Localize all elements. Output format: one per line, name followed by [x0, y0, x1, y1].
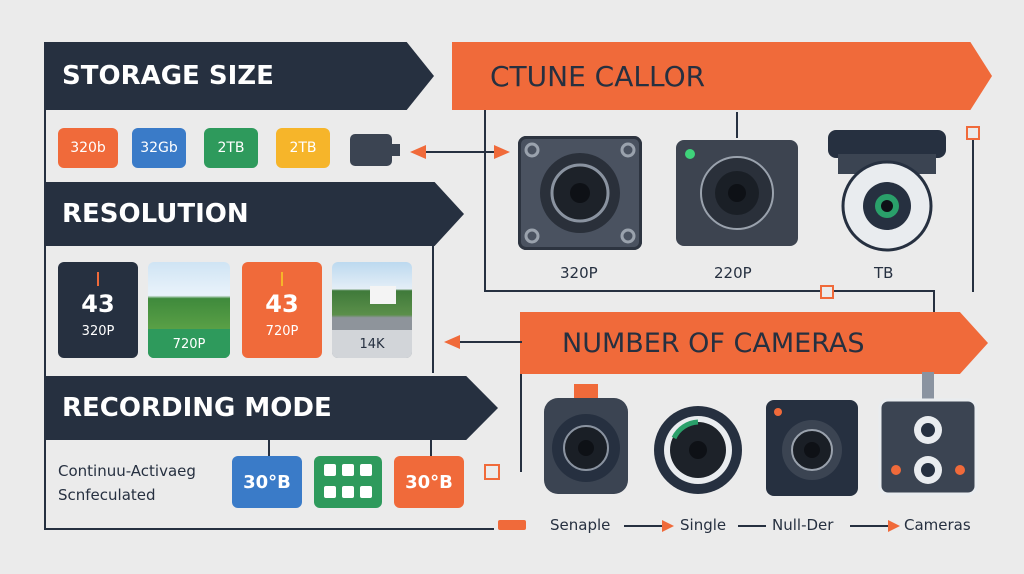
grid-app-icon [314, 456, 382, 508]
resolution-panel-2-caption-bar: 720P [148, 330, 230, 358]
resolution-panel-3-marker [281, 272, 283, 286]
square-camera-2-lens [685, 149, 774, 230]
top-camera-1-caption: 320P [560, 264, 598, 282]
bottom-camera-4 [878, 372, 978, 496]
recording-line-1: Continuu-Activaeg [58, 462, 196, 480]
recording-tick-b [430, 440, 432, 456]
storage-tile-3: 2TB [204, 128, 258, 168]
square-camera-2 [676, 140, 798, 246]
resolution-panel-4-house [370, 286, 396, 304]
recording-tile-blue-label: 30°B [243, 471, 291, 493]
resolution-panel-1-marker [97, 272, 99, 286]
storage-tile-1: 320b [58, 128, 118, 168]
flow-label-4: Cameras [904, 516, 971, 534]
flow-label-2: Single [680, 516, 727, 534]
mid-connector-line [484, 290, 934, 292]
flow-label-1: Senaple [550, 516, 611, 534]
flow-arrow-1-icon [624, 520, 674, 532]
node-square-a [820, 285, 834, 299]
bottom-camera-3-shape [766, 400, 858, 496]
resolution-panel-3-number: 43 [265, 290, 299, 318]
resolution-panel-4-caption: 14K [359, 336, 385, 352]
flow-arrow-3-icon [850, 520, 900, 532]
dome-camera-shape [828, 130, 946, 252]
node-square-b [966, 126, 980, 140]
resolution-panel-1-caption: 320P [81, 324, 115, 339]
resolution-panel-3: 43 720P [242, 262, 322, 358]
recording-line-2: Scnfeculated [58, 486, 156, 504]
resolution-banner: RESOLUTION [44, 182, 464, 246]
resolution-panel-3-caption: 720P [265, 324, 299, 339]
storage-tile-1-label: 320b [70, 140, 106, 156]
cameras-drop-line [933, 290, 935, 314]
storage-tile-2: 32Gb [132, 128, 186, 168]
recording-tile-blue: 30°B [232, 456, 302, 508]
top-right-banner: CTUNE CALLOR [452, 42, 992, 110]
recording-tile-orange: 30°B [394, 456, 464, 508]
hard-drive-icon [350, 134, 392, 166]
left-arrow-icon [444, 335, 522, 349]
storage-size-title: STORAGE SIZE [62, 61, 274, 91]
recording-tick-a [268, 440, 270, 456]
resolution-panel-2-caption: 720P [172, 336, 206, 352]
resolution-panel-4-caption-bar: 14K [332, 330, 412, 358]
top-camera-2-caption: 220P [714, 264, 752, 282]
bottom-camera-4-shape [878, 372, 978, 496]
cameras-title: NUMBER OF CAMERAS [562, 327, 865, 359]
node-square-c [484, 464, 500, 480]
dome-camera [828, 130, 946, 252]
top-camera-3-caption: TB [874, 264, 894, 282]
storage-tile-4-label: 2TB [289, 140, 317, 156]
top-connector-line [484, 110, 486, 290]
bottom-camera-2-shape [654, 406, 742, 494]
bottom-camera-2 [652, 404, 744, 496]
hard-drive-plug [392, 144, 400, 156]
bottom-border-line [44, 528, 494, 530]
resolution-panel-1-number: 43 [81, 290, 115, 318]
bottom-camera-1 [540, 384, 632, 496]
resolution-panel-4: 14K [332, 262, 412, 358]
storage-tile-2-label: 32Gb [140, 140, 178, 156]
storage-tile-3-label: 2TB [217, 140, 245, 156]
flow-label-3: Null-Der [772, 516, 834, 534]
flow-connector-2 [738, 525, 766, 527]
camera-stem-line [736, 112, 738, 138]
recording-mode-title: RECORDING MODE [62, 393, 332, 423]
left-border-line [44, 110, 46, 530]
square-camera-1-lens [524, 142, 636, 244]
double-arrow-icon [410, 145, 510, 159]
right-connector-line [972, 132, 974, 292]
resolution-panel-1: 43 320P [58, 262, 138, 358]
grid-app-glyph [324, 464, 372, 498]
recording-mode-banner: RECORDING MODE [44, 376, 498, 440]
recording-tile-orange-label: 30°B [405, 471, 453, 493]
storage-size-banner: STORAGE SIZE [44, 42, 434, 110]
flow-start-node [498, 520, 526, 530]
bottom-camera-1-shape [544, 384, 628, 494]
top-right-title: CTUNE CALLOR [490, 59, 706, 93]
cameras-banner: NUMBER OF CAMERAS [520, 312, 988, 374]
resolution-frame-line [432, 245, 434, 373]
square-camera-1 [518, 136, 642, 250]
bottom-camera-3 [766, 400, 858, 496]
storage-tile-4: 2TB [276, 128, 330, 168]
recording-connector-line [520, 372, 522, 472]
resolution-panel-2: 720P [148, 262, 230, 358]
resolution-title: RESOLUTION [62, 199, 249, 229]
